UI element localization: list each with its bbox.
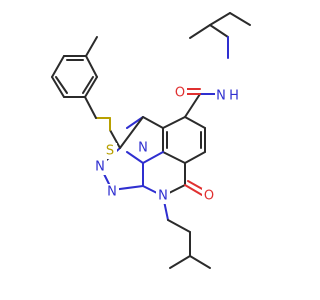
bond <box>184 116 206 129</box>
bond <box>184 151 206 164</box>
bond <box>109 129 121 149</box>
label-background <box>93 159 107 175</box>
bond <box>55 76 68 94</box>
triazole-n1-label: N <box>95 160 105 175</box>
label-background <box>202 188 216 204</box>
label-background <box>173 85 187 101</box>
bond <box>189 24 211 39</box>
bond <box>126 116 144 129</box>
bond <box>84 76 98 98</box>
fused-nitrogen-label: N <box>138 141 148 156</box>
bond <box>187 180 205 191</box>
bond <box>229 12 251 26</box>
label-background <box>156 188 170 204</box>
amide-oxygen-label: O <box>175 86 185 101</box>
bond <box>162 151 186 164</box>
bond <box>82 76 94 94</box>
bond <box>85 36 98 57</box>
ring-oxygen-label: O <box>204 189 214 204</box>
label-background <box>103 143 117 159</box>
bond <box>184 184 203 196</box>
bond <box>119 116 144 149</box>
bond <box>209 12 231 26</box>
bond <box>184 93 201 118</box>
amide-hydrogen-label: H <box>229 89 239 104</box>
bond <box>209 24 229 38</box>
bond <box>51 76 65 98</box>
bond <box>85 55 98 78</box>
triazole-n2-label: N <box>107 185 117 200</box>
alkyl-nitrogen-label: N <box>158 189 168 204</box>
bond <box>84 96 97 119</box>
bond <box>142 116 164 129</box>
molecule-structure: N H O S N N N N O <box>51 12 251 269</box>
bond <box>142 151 164 164</box>
sulfur-label: S <box>106 144 114 159</box>
bond <box>51 55 65 78</box>
bond <box>189 255 211 269</box>
bond <box>126 151 144 164</box>
atom-labels: N H O S N N N N O <box>93 85 241 204</box>
bond <box>162 116 186 129</box>
bond <box>169 255 191 269</box>
label-background <box>136 140 150 156</box>
amide-nitrogen-label: N <box>216 89 226 104</box>
label-background <box>215 88 241 104</box>
bond <box>167 219 191 233</box>
label-background <box>105 184 119 200</box>
bonds <box>51 12 251 269</box>
